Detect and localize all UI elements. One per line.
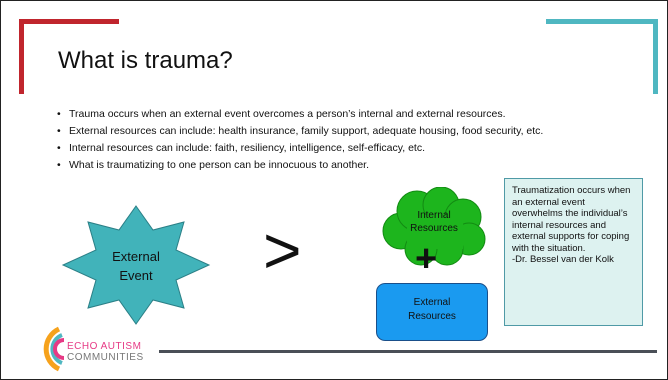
external-resources-box: External Resources [376,283,488,341]
bottom-rule [159,350,657,353]
quote-author: -Dr. Bessel van der Kolk [512,254,614,265]
bullet-item: Internal resources can include: faith, r… [57,142,642,154]
bullet-item: Trauma occurs when an external event ove… [57,108,642,120]
external-event-line: External [112,249,160,264]
quote-text: Traumatization occurs when an external e… [512,185,631,254]
plus-symbol: + [415,238,438,280]
external-resources-label: External Resources [377,296,487,324]
accent-bar-teal-horizontal [546,19,657,24]
accent-bar-red-vertical [19,19,24,94]
slide-title: What is trauma? [58,47,233,74]
external-resources-line: Resources [408,311,456,322]
internal-resources-line: Resources [410,223,458,234]
greater-than-symbol: > [263,213,302,287]
bullet-item: What is traumatizing to one person can b… [57,159,642,171]
star-shape [61,205,211,325]
cloud-shape [382,187,486,266]
accent-bar-teal-vertical [653,19,658,94]
logo-line2: COMMUNITIES [67,352,144,363]
internal-resources-label: Internal Resources [394,209,474,235]
logo-line1: ECHO AUTISM [67,341,142,352]
internal-resources-line: Internal [417,210,451,221]
external-event-star: External Event [61,204,211,326]
bullet-list: Trauma occurs when an external event ove… [57,108,642,176]
accent-bar-red-horizontal [19,19,119,24]
internal-resources-cloud: Internal Resources [379,187,489,267]
external-event-label: External Event [86,247,186,285]
echo-autism-logo: ECHO AUTISM COMMUNITIES [29,321,179,373]
bullet-item: External resources can include: health i… [57,125,642,137]
logo-arcs-icon [43,326,65,372]
quote-box: Traumatization occurs when an external e… [504,178,643,326]
external-resources-line: External [413,297,451,308]
external-event-line: Event [119,268,153,283]
